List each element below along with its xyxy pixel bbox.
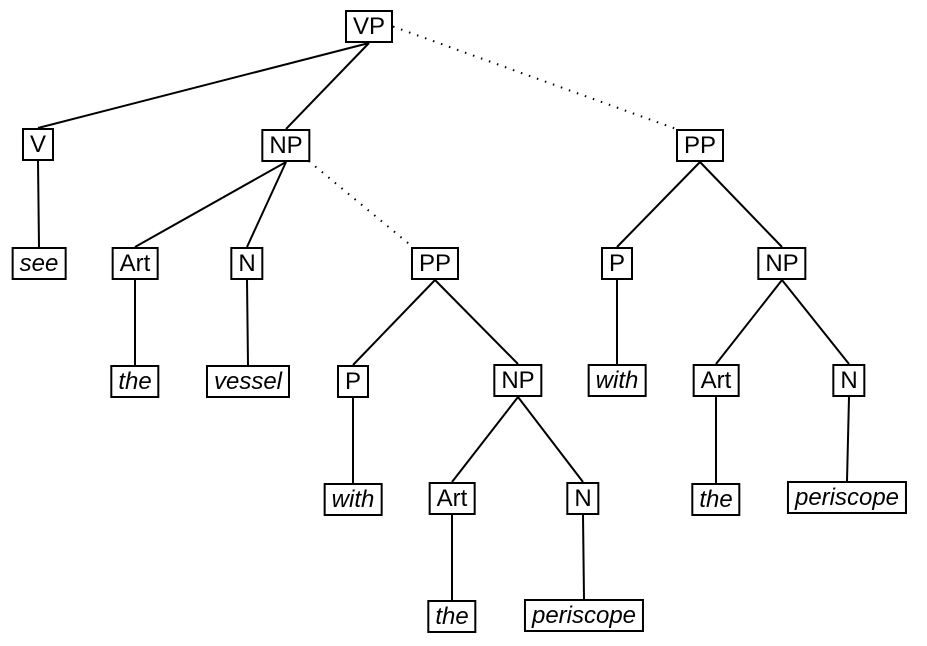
tree-node-np2: NP: [493, 364, 543, 397]
tree-node-the3: the: [691, 483, 741, 516]
tree-edge-pp2-p2: [616, 161, 701, 248]
tree-edge-n3-periscope3: [846, 396, 850, 482]
tree-node-with2: with: [587, 364, 647, 397]
tree-node-vp: VP: [344, 10, 394, 43]
tree-node-n2: N: [566, 482, 600, 515]
tree-edge-np1-n1: [246, 161, 287, 248]
tree-edge-np1-art1: [134, 161, 287, 248]
tree-edge-v-see: [37, 160, 40, 248]
tree-node-np1: NP: [261, 129, 311, 162]
tree-node-art3: Art: [692, 364, 740, 397]
tree-edge-np1-pp1: [308, 160, 415, 249]
tree-node-pp1: PP: [410, 247, 460, 280]
tree-edge-n2-periscope2: [582, 514, 585, 600]
tree-edge-n1-vessel: [246, 279, 249, 366]
tree-node-periscope2: periscope: [523, 599, 645, 632]
tree-edge-np3-art3: [715, 279, 783, 365]
tree-node-see: see: [11, 247, 67, 280]
tree-node-the1: the: [110, 365, 160, 398]
tree-node-with1: with: [323, 483, 383, 516]
tree-node-n3: N: [832, 364, 866, 397]
tree-edge-pp2-np3: [699, 161, 783, 248]
tree-node-p2: P: [600, 247, 634, 280]
tree-node-np3: NP: [757, 247, 807, 280]
tree-edge-vp-np1: [285, 42, 370, 130]
tree-edge-np2-art2: [451, 396, 519, 483]
tree-node-n1: N: [230, 247, 264, 280]
tree-node-art1: Art: [111, 247, 159, 280]
tree-node-periscope3: periscope: [786, 481, 908, 514]
tree-edge-np2-n2: [517, 396, 584, 483]
tree-node-art2: Art: [428, 482, 476, 515]
tree-node-p1: P: [336, 365, 370, 398]
tree-edge-pp1-p1: [352, 279, 436, 366]
tree-edge-np3-n3: [781, 279, 850, 365]
tree-node-pp2: PP: [675, 129, 725, 162]
tree-node-v: V: [21, 128, 55, 161]
tree-node-the2: the: [427, 600, 477, 633]
tree-edge-pp1-np2: [434, 279, 519, 365]
tree-node-vessel: vessel: [205, 365, 291, 398]
tree-edge-vp-v: [37, 42, 370, 129]
